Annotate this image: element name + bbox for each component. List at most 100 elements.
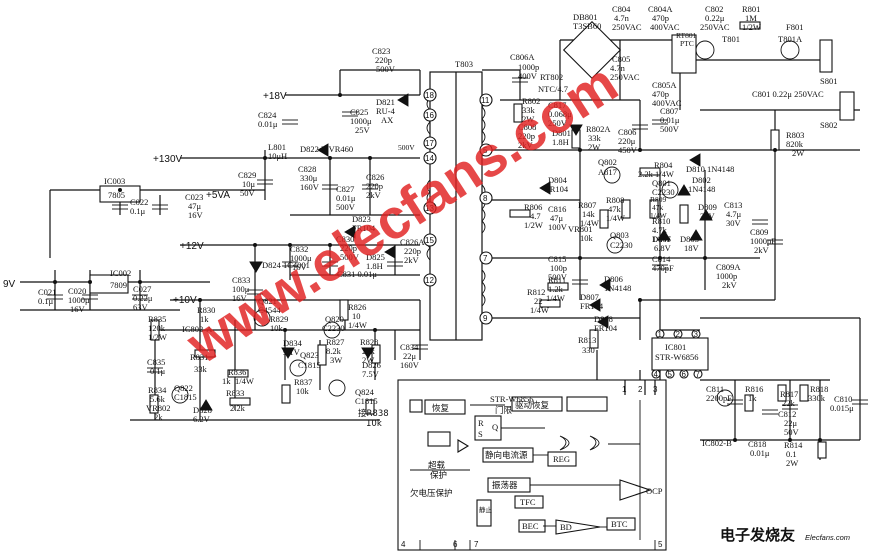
d805-val: 6.8V <box>654 243 672 253</box>
r802a-val: 33k <box>588 133 602 143</box>
c801-label: C801 0.22μ 250VAC <box>752 89 824 99</box>
r826-ref: R826 <box>348 302 366 312</box>
c829-ref: C829 <box>238 170 256 180</box>
c830-val: 220p <box>340 243 357 253</box>
c805-val: 4.7n <box>610 63 626 73</box>
q820-ref: Q820 <box>325 314 344 324</box>
c829-v: 50V <box>240 188 256 198</box>
r808-ref: R808 <box>606 195 624 205</box>
d803-val: 18V <box>684 243 700 253</box>
d821-ref: D821 <box>376 97 395 107</box>
pin-16: 16 <box>425 111 434 120</box>
ic-tfc: TFC <box>520 497 536 507</box>
c829-val: 10μ <box>242 179 256 189</box>
r814-val: 0.1 <box>786 449 797 459</box>
ic-startup-current: 静向电流源 <box>485 450 528 461</box>
d828-val: 6.2V <box>193 414 211 424</box>
ic-restart: 恢复 <box>432 403 450 414</box>
ic-block-title: STR-W6856 <box>490 394 533 404</box>
vr801-val: 10k <box>580 233 594 243</box>
r811-ref: R811 <box>548 275 566 285</box>
r807-ref: R807 <box>578 200 596 210</box>
r837-ref: R837 <box>294 377 312 387</box>
r802-ref: R802 <box>522 96 540 106</box>
vr802-val: 2k <box>154 412 163 422</box>
d834-val: 9.1V <box>283 347 301 357</box>
r826-val: 10 <box>352 311 361 321</box>
c826a-ref: C826A <box>400 237 425 247</box>
c027-ref: C027 <box>133 284 151 294</box>
ic-block-pin-4: 4 <box>401 540 406 549</box>
ic801-pin-7: 7 <box>696 370 701 379</box>
pin-17: 17 <box>425 139 434 148</box>
d806-val: 1N4148 <box>604 283 631 293</box>
pin-14: 14 <box>425 154 434 163</box>
ic801-pin-4: 4 <box>654 370 659 379</box>
transformer-pins: 18 16 17 14 13 15 12 5 8 7 9 11 <box>423 88 493 325</box>
rail-10v: +10V <box>173 295 197 306</box>
c815-ref: C815 <box>548 254 566 264</box>
r827-ref: R827 <box>326 337 344 347</box>
ic801-pin-3: 3 <box>694 330 699 339</box>
ic-latch-q: Q <box>492 422 498 432</box>
c818-val: 0.01μ <box>750 448 770 458</box>
rail-500v: 500V <box>398 143 415 152</box>
d828-ref: D828 <box>193 405 212 415</box>
rt801-ref: RT801 <box>676 31 697 40</box>
q822-val: C1815 <box>174 392 197 402</box>
ic801-pins: 1 2 3 4 5 6 7 <box>651 329 703 379</box>
r810-v: 1/4W <box>652 234 671 244</box>
r812-v: 1/4W <box>530 305 549 315</box>
c806-v: 450V <box>618 145 638 155</box>
c808-val: 220p <box>518 131 535 141</box>
c830-ref: C830 <box>336 234 354 244</box>
c835-val: 0.1μ <box>150 366 166 376</box>
r801-v: 1/2W <box>742 22 761 32</box>
r802-v: 2W <box>522 114 534 124</box>
c805a-ref: C805A <box>652 80 677 90</box>
pin-13: 13 <box>425 204 434 213</box>
c805-v: 250VAC <box>610 72 640 82</box>
q820-val: C2230 <box>322 323 345 333</box>
r804-ref: R804 <box>654 160 673 170</box>
ic-protect: 保护 <box>430 470 447 481</box>
c806a-ref: C806A <box>510 52 535 62</box>
ic-reg: REG <box>553 454 570 464</box>
c812-v: 50V <box>784 427 800 437</box>
ic-gate-label: 门限 <box>495 405 513 416</box>
c823-ref: C823 <box>372 46 390 56</box>
r808-v: 1/4W <box>606 213 625 223</box>
r818-ref: R818 <box>810 384 828 394</box>
r806-val: 4.7 <box>530 211 541 221</box>
r828-val: 22k <box>362 346 376 356</box>
r802a-ref: R802A <box>586 124 611 134</box>
ic-block-pin-5: 5 <box>658 540 663 549</box>
r831-ref: R831 <box>190 352 208 362</box>
ic-internal-diagram <box>397 379 667 551</box>
rail-5va: +5VA <box>206 190 230 201</box>
r807-v: 1/4W <box>580 218 599 228</box>
r828-v: 2W <box>362 355 374 365</box>
pin-15: 15 <box>425 236 434 245</box>
r829-ref: R829 <box>270 314 288 324</box>
